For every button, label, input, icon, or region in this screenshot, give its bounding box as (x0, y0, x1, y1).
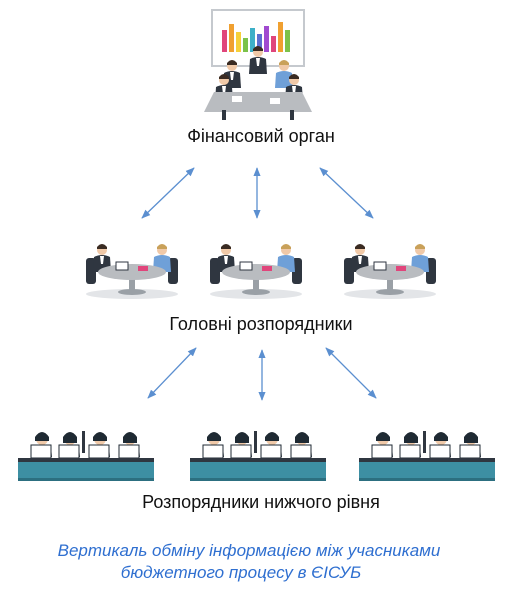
office-desk-icon (358, 430, 496, 482)
arrow-top-right (319, 167, 374, 219)
meeting-table-icon (344, 244, 436, 299)
board-meeting-icon (204, 9, 312, 120)
level-bottom-label: Розпорядники нижчого рівня (142, 492, 380, 512)
office-desk-icon (189, 430, 327, 482)
office-desk-icon (17, 430, 155, 482)
arrow-bottom-right (325, 347, 377, 399)
level-middle-label: Головні розпорядники (169, 314, 353, 334)
meeting-table-icon (210, 244, 302, 299)
caption-line-1: Вертикаль обміну інформацією між учасник… (57, 541, 441, 560)
caption: Вертикаль обміну інформацією між учасник… (0, 540, 522, 584)
arrow-top-left (141, 167, 195, 219)
caption-line-2: бюджетного процесу в ЄІСУБ (120, 563, 362, 582)
meeting-table-icon (86, 244, 178, 299)
level-top-label: Фінансовий орган (187, 126, 335, 146)
arrow-bottom-left (147, 347, 197, 399)
